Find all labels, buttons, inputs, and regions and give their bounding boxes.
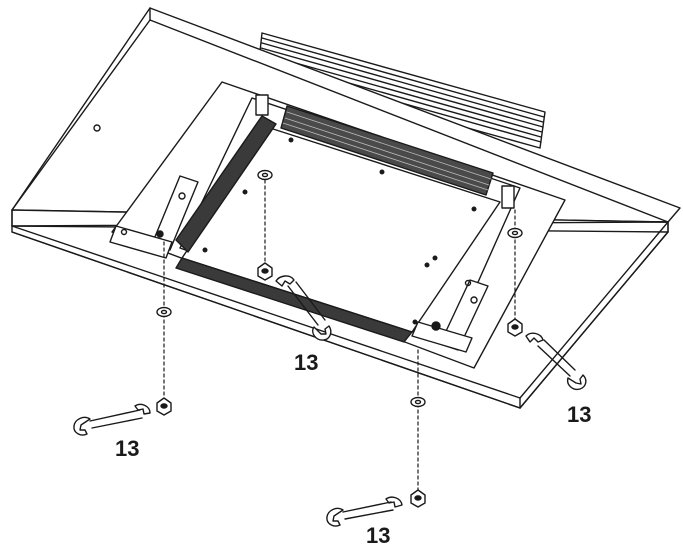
wrench-center xyxy=(275,275,332,341)
wrench-left xyxy=(73,403,151,436)
grille-strip xyxy=(280,105,494,196)
wrench-size-label-bottom: 13 xyxy=(366,523,391,548)
wrench-size-label-right: 13 xyxy=(567,402,592,427)
right-mounting-bracket xyxy=(411,185,515,353)
hex-nuts xyxy=(156,262,523,508)
wrench-size-label-center: 13 xyxy=(294,350,319,375)
wrench-size-label-left: 13 xyxy=(115,436,140,461)
wrench-right xyxy=(525,332,587,391)
left-mounting-bracket xyxy=(109,94,269,259)
motor-plate xyxy=(175,115,501,343)
washers xyxy=(156,169,523,408)
wrench-bottom xyxy=(326,496,403,527)
